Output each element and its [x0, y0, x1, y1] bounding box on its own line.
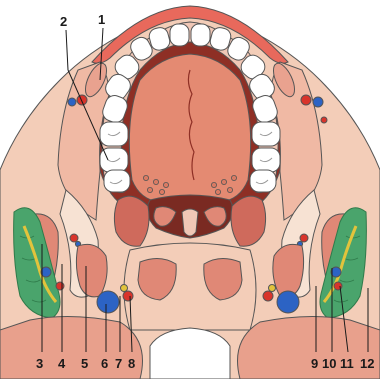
left-facial-vein: [68, 98, 76, 106]
tooth: [252, 122, 280, 146]
left-internal-jugular: [97, 291, 119, 313]
label-5: 5: [81, 356, 88, 371]
tooth: [252, 148, 280, 172]
label-4: 4: [58, 356, 66, 371]
tooth: [104, 170, 130, 192]
label-6: 6: [101, 356, 108, 371]
tooth: [191, 24, 210, 46]
right-vagus-nerve: [269, 285, 276, 292]
label-11: 11: [340, 356, 354, 371]
right-small-vessel: [321, 117, 327, 123]
tooth: [250, 170, 276, 192]
label-2: 2: [60, 14, 67, 29]
label-7: 7: [115, 356, 122, 371]
right-facial-artery: [301, 95, 311, 105]
uvula: [182, 209, 198, 236]
label-9: 9: [311, 356, 318, 371]
right-inferior-alveolar: [300, 234, 308, 242]
left-facial-artery: [77, 95, 87, 105]
left-external-carotid: [56, 282, 64, 290]
label-10: 10: [322, 356, 336, 371]
left-inferior-alveolar: [70, 234, 78, 242]
vertebra: [150, 328, 230, 379]
label-1: 1: [98, 12, 105, 27]
right-medial-pterygoid: [273, 244, 304, 297]
right-posterior-muscle: [238, 316, 380, 379]
right-internal-carotid: [263, 291, 273, 301]
label-12: 12: [360, 356, 374, 371]
label-3: 3: [36, 356, 43, 371]
label-8: 8: [128, 356, 135, 371]
left-vagus-nerve: [121, 285, 128, 292]
right-facial-vein: [313, 97, 323, 107]
tooth: [100, 122, 128, 146]
tooth: [170, 24, 189, 46]
left-internal-carotid: [123, 291, 133, 301]
left-medial-pterygoid: [76, 244, 107, 297]
right-internal-jugular: [277, 291, 299, 313]
